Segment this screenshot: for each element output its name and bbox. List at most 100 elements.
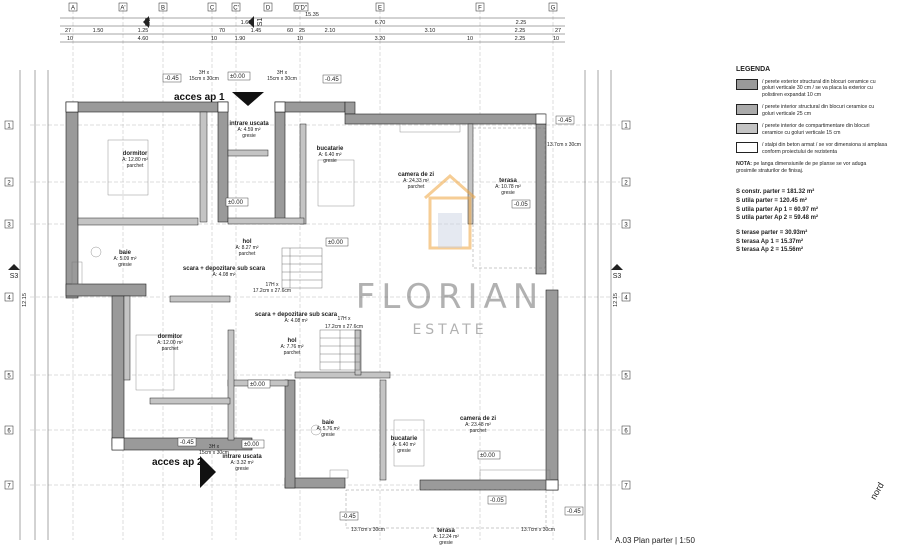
sheet-title: A.03 Plan parter | 1:50 [615,536,695,545]
axis-num-7-right: 7 [624,484,628,490]
dim-r3-8: 10 [553,36,559,42]
axis-label-a: A [71,6,75,12]
legend-swatch-structural [736,104,758,116]
dim-right-total: 12.15 [613,293,619,307]
legend-swatch-column [736,142,758,154]
room-8-name: scara + depozitare sub scara [255,312,338,318]
room-7-name: scara + depozitare sub scara [183,266,266,272]
room-9-floor: parchet [162,346,179,352]
dim-top-1: 1.60 [241,20,252,26]
axis-num-6-right: 6 [624,429,628,435]
staircase-upper [281,247,323,289]
section-arrow-s2 [143,16,149,28]
room-14-name: intrare uscata [222,454,262,460]
axis-num-2-right: 2 [624,181,628,187]
access-label-ap1: acces ap 1 [174,92,225,103]
section-arrow-s3-left [8,264,20,270]
level-tag-right-upper: -0.45 [558,118,572,124]
axis-label-b: B [161,6,165,12]
legend-item-exterior-wall: / perete exterior structural din blocuri… [736,78,888,99]
section-arrow-s3-right [611,264,623,270]
legend-text-2: / perete interior structural din blocuri… [762,104,875,117]
sofa-lower [479,469,551,481]
axis-num-3-left: 3 [7,223,11,229]
dim-r3-0: 10 [67,36,73,42]
room-9-area: A: 12.00 m² [157,340,183,346]
axis-num-1-left: 1 [7,124,11,130]
room-1-name: intrare uscata [229,121,269,127]
room-11-floor: gresie [321,432,335,438]
area-terase: S terase parter = 30.93m² [736,230,808,236]
sink-lower [329,469,349,479]
axis-label-d: D [266,6,271,12]
area-terasa-ap1: S terasa Ap 1 = 15.37m² [736,238,803,245]
room-3-name: camera de zi [398,172,434,178]
axis-label-f: F [478,6,482,12]
room-14-area: A: 3.32 m² [230,460,253,466]
section-arrow-s1 [248,16,254,28]
staircase-lower [319,329,361,371]
dim-r2-5: 60 [287,28,293,34]
level-tag-terrace-upper: -0.05 [514,202,528,208]
axis-num-4-left: 4 [7,296,11,302]
room-6-name: hol [243,239,252,245]
dim-r2-6: 25 [299,28,305,34]
room-12-name: bucatarie [391,436,418,442]
terrace-upper [472,127,546,269]
access-label-ap2: acces ap 2 [152,457,203,468]
room-12-floor: gresie [397,448,411,454]
window-note-2-size: 15cm x 30cm [267,76,297,82]
axis-num-5-left: 5 [7,374,11,380]
room-2-name: bucatarie [317,146,344,152]
room-2-floor: gresie [323,158,337,164]
room-0-name: dormitor [123,151,148,157]
room-5-floor: gresie [118,262,132,268]
room-8-area: A: 4.08 m² [284,318,307,324]
room-2-area: A: 6.40 m² [318,152,341,158]
dining-table-lower [393,419,425,467]
window-note-2: 3H x [277,70,288,76]
axis-num-3-right: 3 [624,223,628,229]
axis-label-c: C [210,6,215,12]
level-tag-bottom-left: -0.45 [342,514,356,520]
dim-r2-8: 3.10 [425,28,436,34]
window-note-5: 13.7cm x 30cm [351,527,385,533]
level-tag-entry-lower: ±0.00 [244,442,260,448]
room-4-name: terasa [499,178,517,184]
legend-swatch-partition [736,123,758,135]
bathtub-upper [71,261,83,285]
axis-label-c-prime: C' [233,6,238,12]
section-label-s1: S1 [257,18,264,27]
axis-label-e: E [378,6,382,12]
stair-steps-lower: 17H x [337,316,351,322]
axis-label-g: G [551,6,556,12]
room-15-area: A: 12.24 m² [433,534,459,540]
room-4-area: A: 10.78 m² [495,184,521,190]
room-3-area: A: 24.33 m² [403,178,429,184]
access-arrow-ap1 [232,92,264,106]
room-11-area: A: 5.76 m² [316,426,339,432]
dim-r3-4: 10 [297,36,303,42]
area-constr: S constr. parter = 181.32 m² [736,189,815,196]
stair-steps-upper: 17H x [265,282,279,288]
axis-num-2-left: 2 [7,181,11,187]
legend-text-4: / stalpi din beton armat / se vor dimens… [762,142,888,155]
dim-total-width: 15.35 [305,12,319,18]
room-6-floor: parchet [239,251,256,257]
dim-r2-10: 27 [555,28,561,34]
dim-top-2: 6.70 [375,20,386,26]
legend-note: NOTA: pe langa dimensiunile de pe planse… [736,161,888,174]
axis-label-d-prime: D'D" [295,6,307,12]
level-tag-bottom-right: -0.45 [567,509,581,515]
dim-r2-4: 1.45 [251,28,262,34]
room-9-name: dormitor [158,334,183,340]
dim-r2-0: 27 [65,28,71,34]
room-13-floor: parchet [470,428,487,434]
room-11-name: baie [322,420,335,426]
legend-panel: LEGENDA / perete exterior structural din… [736,66,888,255]
axis-num-4-right: 4 [624,296,628,302]
legend-text-1: / perete exterior structural din blocuri… [762,78,876,98]
level-tag-living-upper: ±0.00 [328,240,344,246]
room-10-name: hol [288,338,297,344]
